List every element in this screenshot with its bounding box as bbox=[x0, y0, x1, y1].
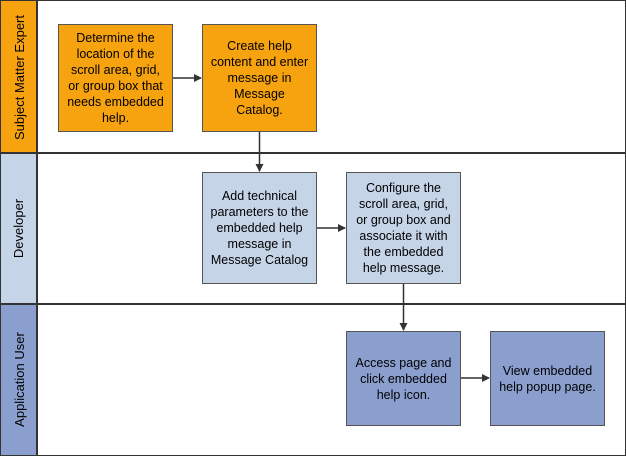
step-add-technical-parameters: Add technical parameters to the embedded… bbox=[202, 172, 317, 284]
lane-divider bbox=[0, 303, 626, 305]
step-text: View embedded help popup page. bbox=[499, 363, 596, 394]
lane-header-developer: Developer bbox=[0, 153, 38, 304]
lane-header-subject-matter-expert: Subject Matter Expert bbox=[0, 1, 38, 153]
step-view-embedded-help: View embedded help popup page. bbox=[490, 331, 605, 426]
step-text: Access page and click embedded help icon… bbox=[355, 355, 452, 402]
lane-header-application-user: Application User bbox=[0, 304, 38, 455]
step-determine-location: Determine the location of the scroll are… bbox=[58, 24, 173, 132]
step-text: Determine the location of the scroll are… bbox=[67, 31, 164, 125]
step-text: Create help content and enter message in… bbox=[210, 39, 309, 117]
step-text: Add technical parameters to the embedded… bbox=[210, 189, 309, 267]
step-create-help-content: Create help content and enter message in… bbox=[202, 24, 317, 132]
lane-divider bbox=[0, 152, 626, 154]
step-access-page: Access page and click embedded help icon… bbox=[346, 331, 461, 426]
step-configure-scroll-area: Configure the scroll area, grid, or grou… bbox=[346, 172, 461, 284]
step-text: Configure the scroll area, grid, or grou… bbox=[356, 181, 451, 275]
